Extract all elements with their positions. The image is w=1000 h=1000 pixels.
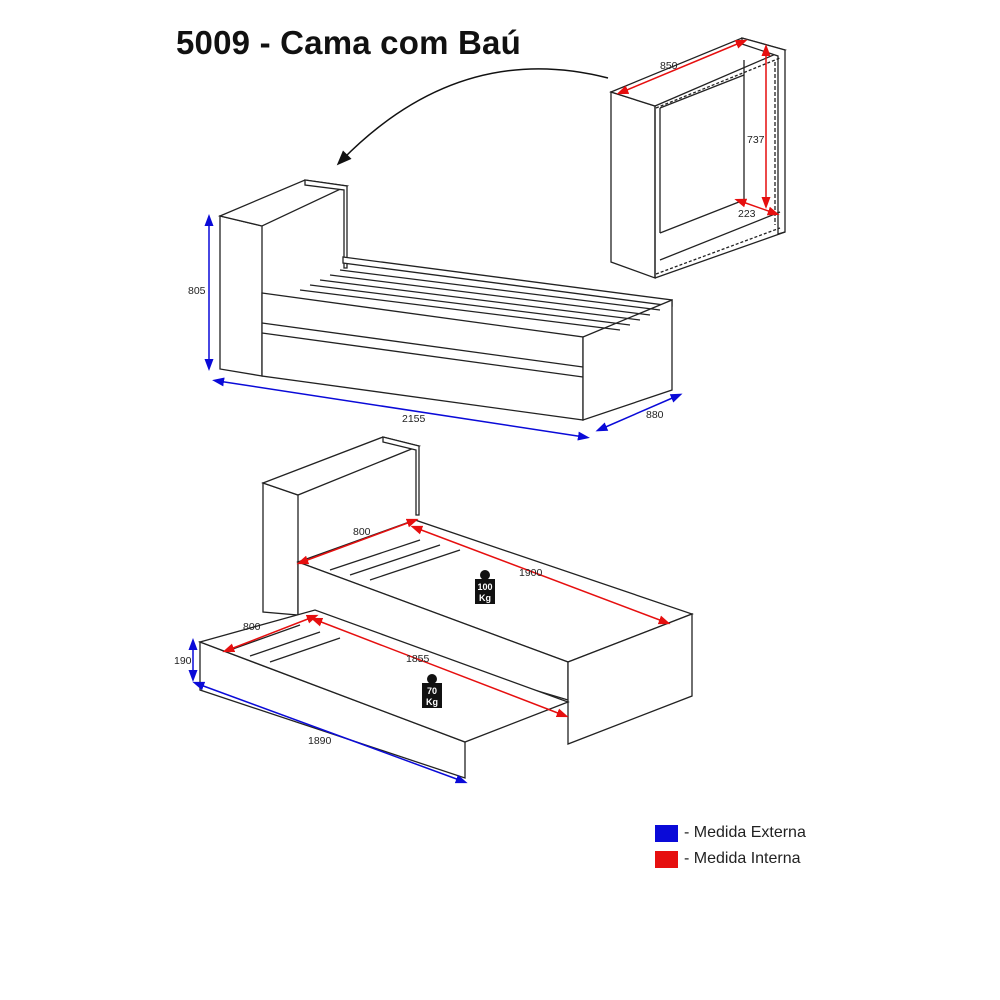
weight-100-unit: Kg (479, 593, 491, 603)
legend-label-internal: - Medida Interna (684, 850, 801, 867)
dim-190: 190 (174, 655, 192, 667)
dim-850: 850 (660, 60, 678, 72)
page-title: 5009 - Cama com Baú (176, 24, 521, 61)
dim-800-trundle: 800 (243, 621, 261, 633)
bed-internal-dimensions: 800 1900 (296, 518, 671, 625)
bed-trundle-drawing (197, 436, 694, 779)
legend-item-internal: - Medida Interna (655, 846, 806, 872)
dim-1900: 1900 (519, 567, 543, 579)
trundle-dimensions: 800 1855 190 1890 (174, 614, 569, 784)
dim-2155: 2155 (402, 413, 426, 425)
dim-880: 880 (646, 409, 664, 421)
weight-70-value: 70 (427, 686, 437, 696)
weight-70kg-badge: 70 Kg (422, 674, 442, 708)
dim-1855: 1855 (406, 653, 430, 665)
headboard-detail-drawing (609, 37, 787, 279)
bed-external-dimensions: 805 2155 880 (188, 214, 683, 441)
bed-drawing (217, 179, 673, 421)
weight-100kg-badge: 100 Kg (475, 570, 495, 604)
dim-737: 737 (747, 134, 765, 146)
internal-swatch (655, 850, 678, 868)
legend-label-external: - Medida Externa (684, 824, 806, 841)
dim-1890: 1890 (308, 735, 332, 747)
dim-223: 223 (738, 208, 756, 220)
weight-100-value: 100 (477, 582, 492, 592)
legend-item-external: - Medida Externa (655, 820, 806, 846)
reference-arrow (336, 68, 609, 166)
headboard-dimensions: 850 737 223 (616, 39, 780, 220)
dim-800-bed: 800 (353, 526, 371, 538)
external-swatch (655, 824, 678, 842)
weight-70-unit: Kg (426, 697, 438, 707)
legend: - Medida Externa - Medida Interna (655, 820, 806, 872)
dim-805: 805 (188, 285, 206, 297)
